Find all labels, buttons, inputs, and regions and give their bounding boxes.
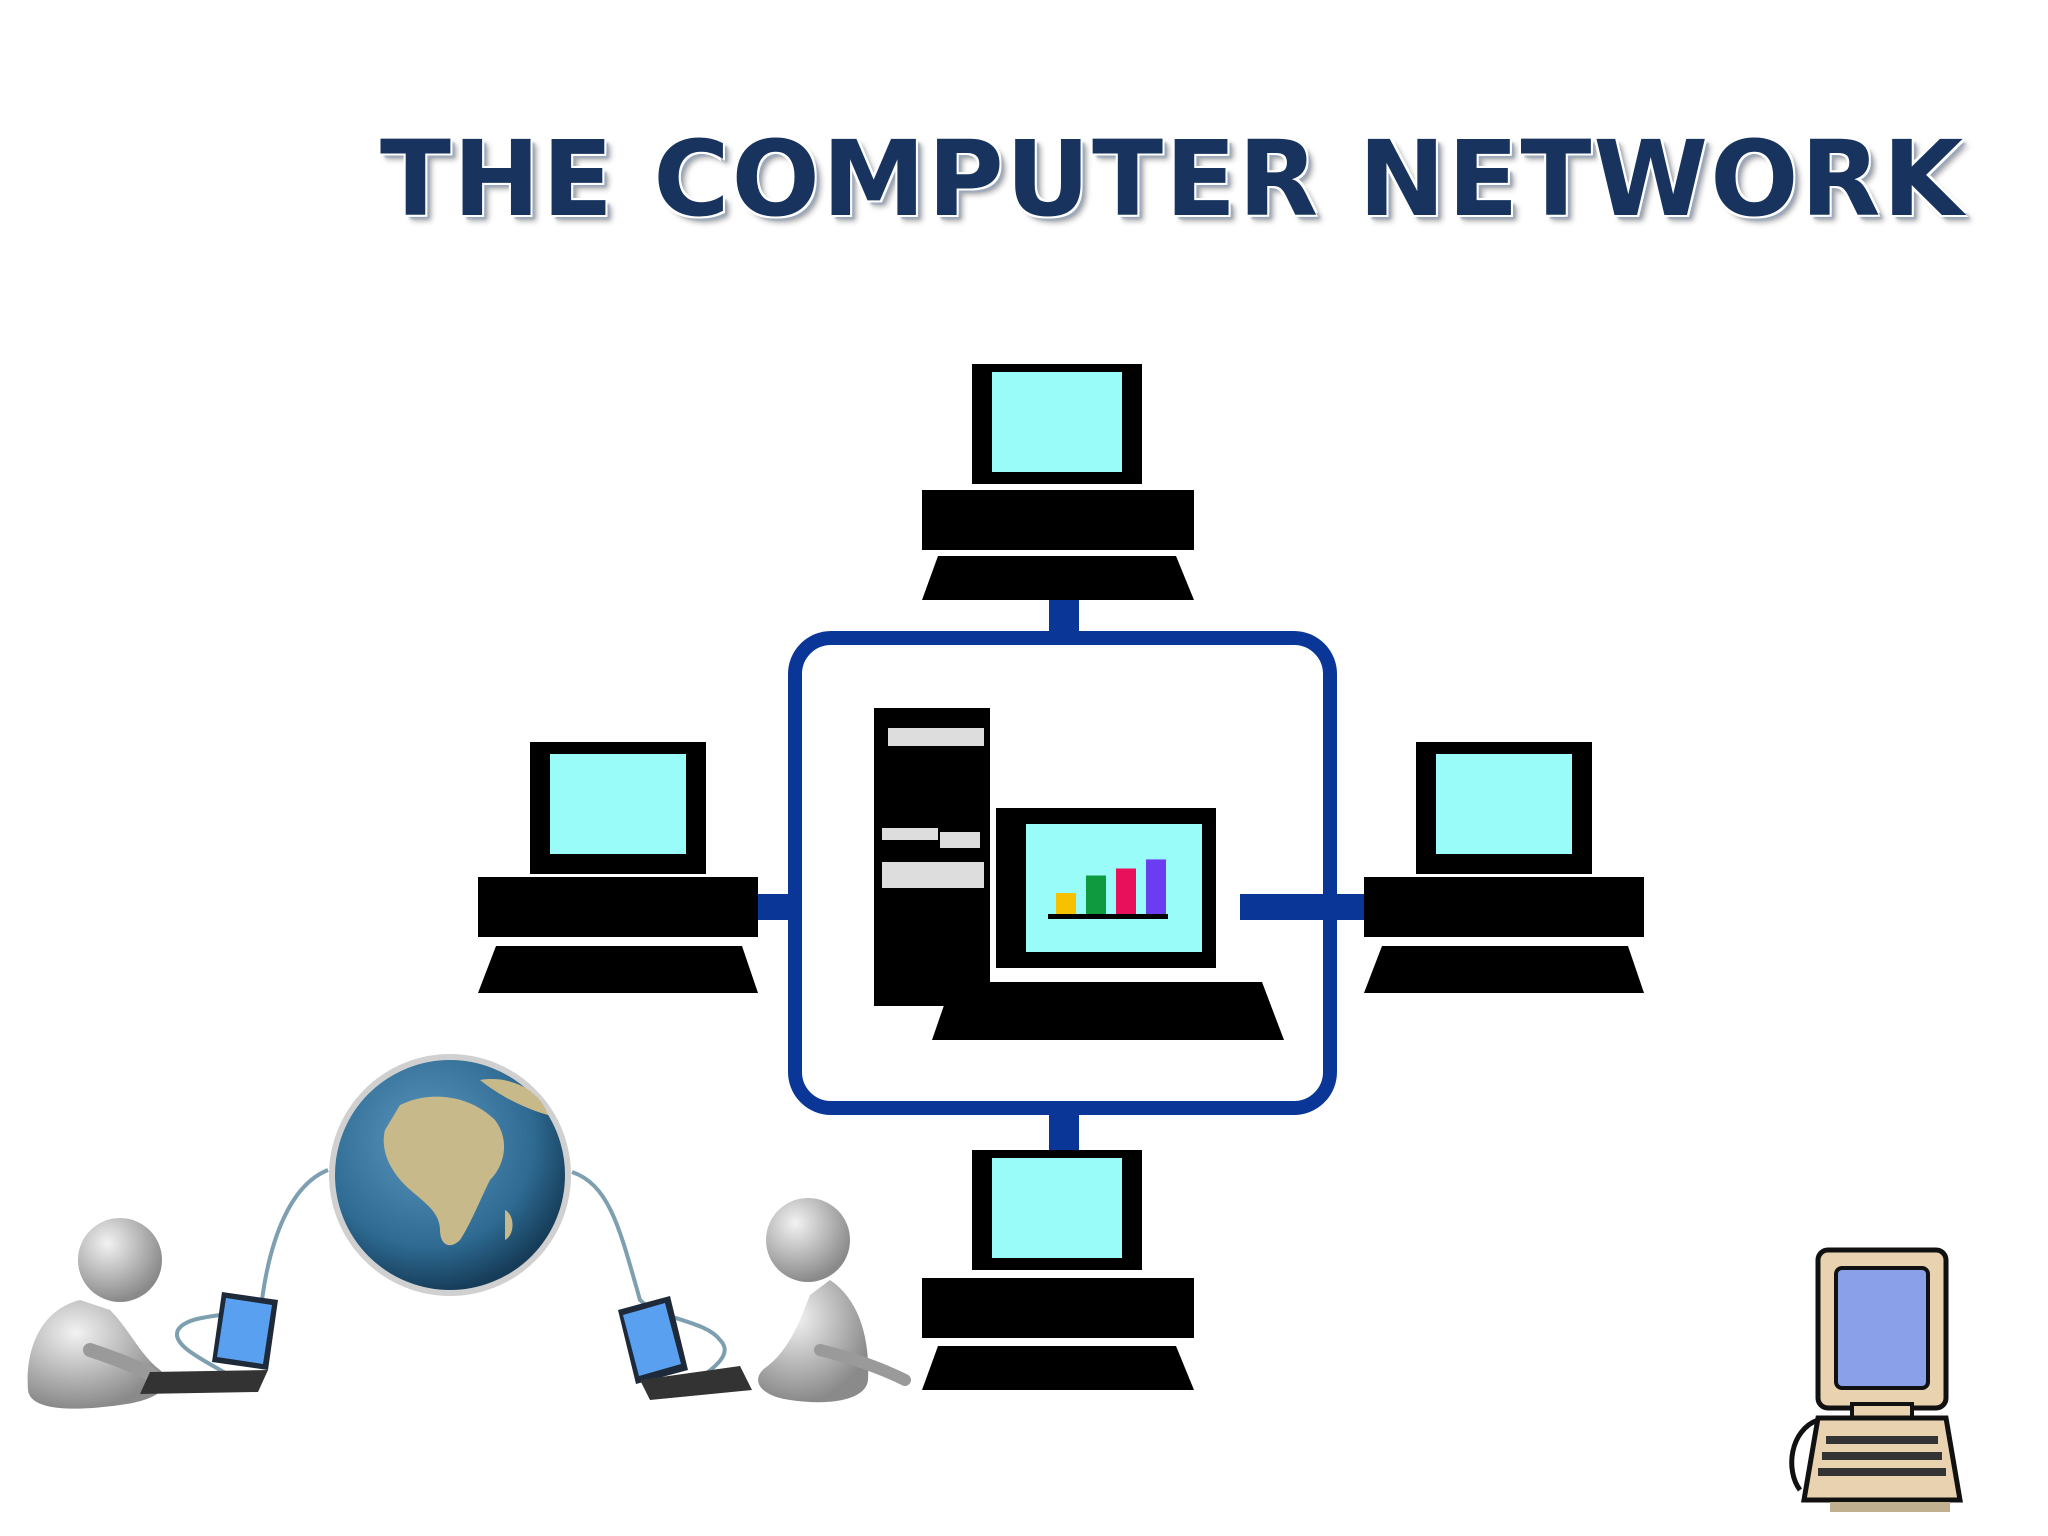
- chart-bar-1: [1056, 893, 1076, 914]
- desktop-computer-icon: [922, 364, 1194, 600]
- server-monitor-screen: [1026, 824, 1202, 952]
- bar-chart-icon: [1056, 859, 1166, 914]
- retro-computer-icon: [1789, 1247, 1963, 1512]
- connector-right: [1240, 894, 1370, 920]
- workstation-right[interactable]: [1364, 742, 1644, 993]
- person-with-laptop-icon: [27, 1218, 278, 1409]
- connector-bottom: [1049, 1108, 1079, 1153]
- workstation-left[interactable]: [478, 742, 758, 993]
- server-workstation[interactable]: [874, 708, 1284, 1040]
- chart-bar-2: [1086, 875, 1106, 914]
- server-tower: [874, 708, 990, 1006]
- server-workstation-icon: [874, 708, 1284, 1040]
- slide-title: THE COMPUTER NETWORK: [380, 118, 1966, 240]
- chart-bar-4: [1146, 859, 1166, 914]
- desktop-computer-icon: [922, 1150, 1194, 1390]
- server-keyboard: [932, 982, 1284, 1040]
- workstation-top[interactable]: [922, 364, 1194, 600]
- chart-bar-3: [1116, 868, 1136, 914]
- globe-icon: [329, 1054, 571, 1296]
- network-ring: [788, 631, 1337, 1115]
- workstation-bottom[interactable]: [922, 1150, 1194, 1390]
- desktop-computer-icon: [1364, 742, 1644, 993]
- chart-baseline: [1048, 914, 1168, 919]
- internet-users-illustration: [27, 1054, 911, 1409]
- retro-computer-illustration: [1789, 1247, 1963, 1512]
- person-with-laptop-icon: [618, 1198, 911, 1403]
- desktop-computer-icon: [478, 742, 758, 993]
